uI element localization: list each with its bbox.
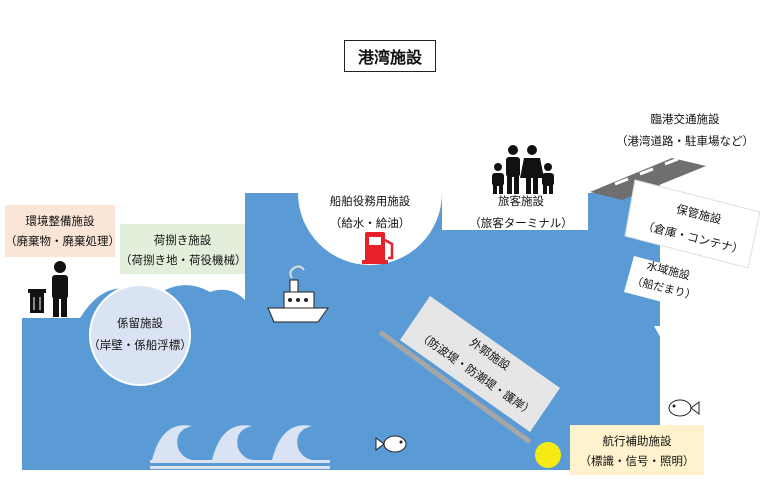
cargo-handling-label: 荷捌き施設 （荷捌き地・荷役機械） xyxy=(120,224,247,274)
outer-facilities-box xyxy=(400,296,560,432)
environment-label: 環境整備施設 （廃棄物・廃棄処理） xyxy=(5,205,120,257)
passenger-label: 旅客施設 （旅客ターミナル） xyxy=(469,194,573,230)
storage-box xyxy=(624,179,761,269)
wave-icon xyxy=(150,425,330,469)
family-icon xyxy=(492,145,554,194)
navigation-aids-label: 航行補助施設 （標識・信号・照明） xyxy=(570,425,704,475)
trash-icon xyxy=(28,289,46,313)
breakwater-line xyxy=(378,329,532,445)
person-icon xyxy=(52,261,68,317)
page-title: 港湾施設 xyxy=(344,40,436,72)
fuel-pump-icon xyxy=(362,232,394,264)
buoy-icon xyxy=(535,442,561,468)
ship-icon xyxy=(267,265,329,323)
ship-service-label: 船舶役務用施設 （給水・給油） xyxy=(329,194,411,230)
port-traffic-label: 臨港交通施設 （港湾道路・駐車場など） xyxy=(616,112,754,148)
fish-icon-2 xyxy=(668,399,700,417)
road-icon xyxy=(590,158,706,200)
fish-icon xyxy=(375,435,407,453)
mooring-circle xyxy=(89,284,191,386)
mooring-label: 係留施設 （岸壁・係船浮標） xyxy=(88,316,192,352)
water-area-box xyxy=(624,256,710,312)
container-ship-icon xyxy=(654,304,724,340)
